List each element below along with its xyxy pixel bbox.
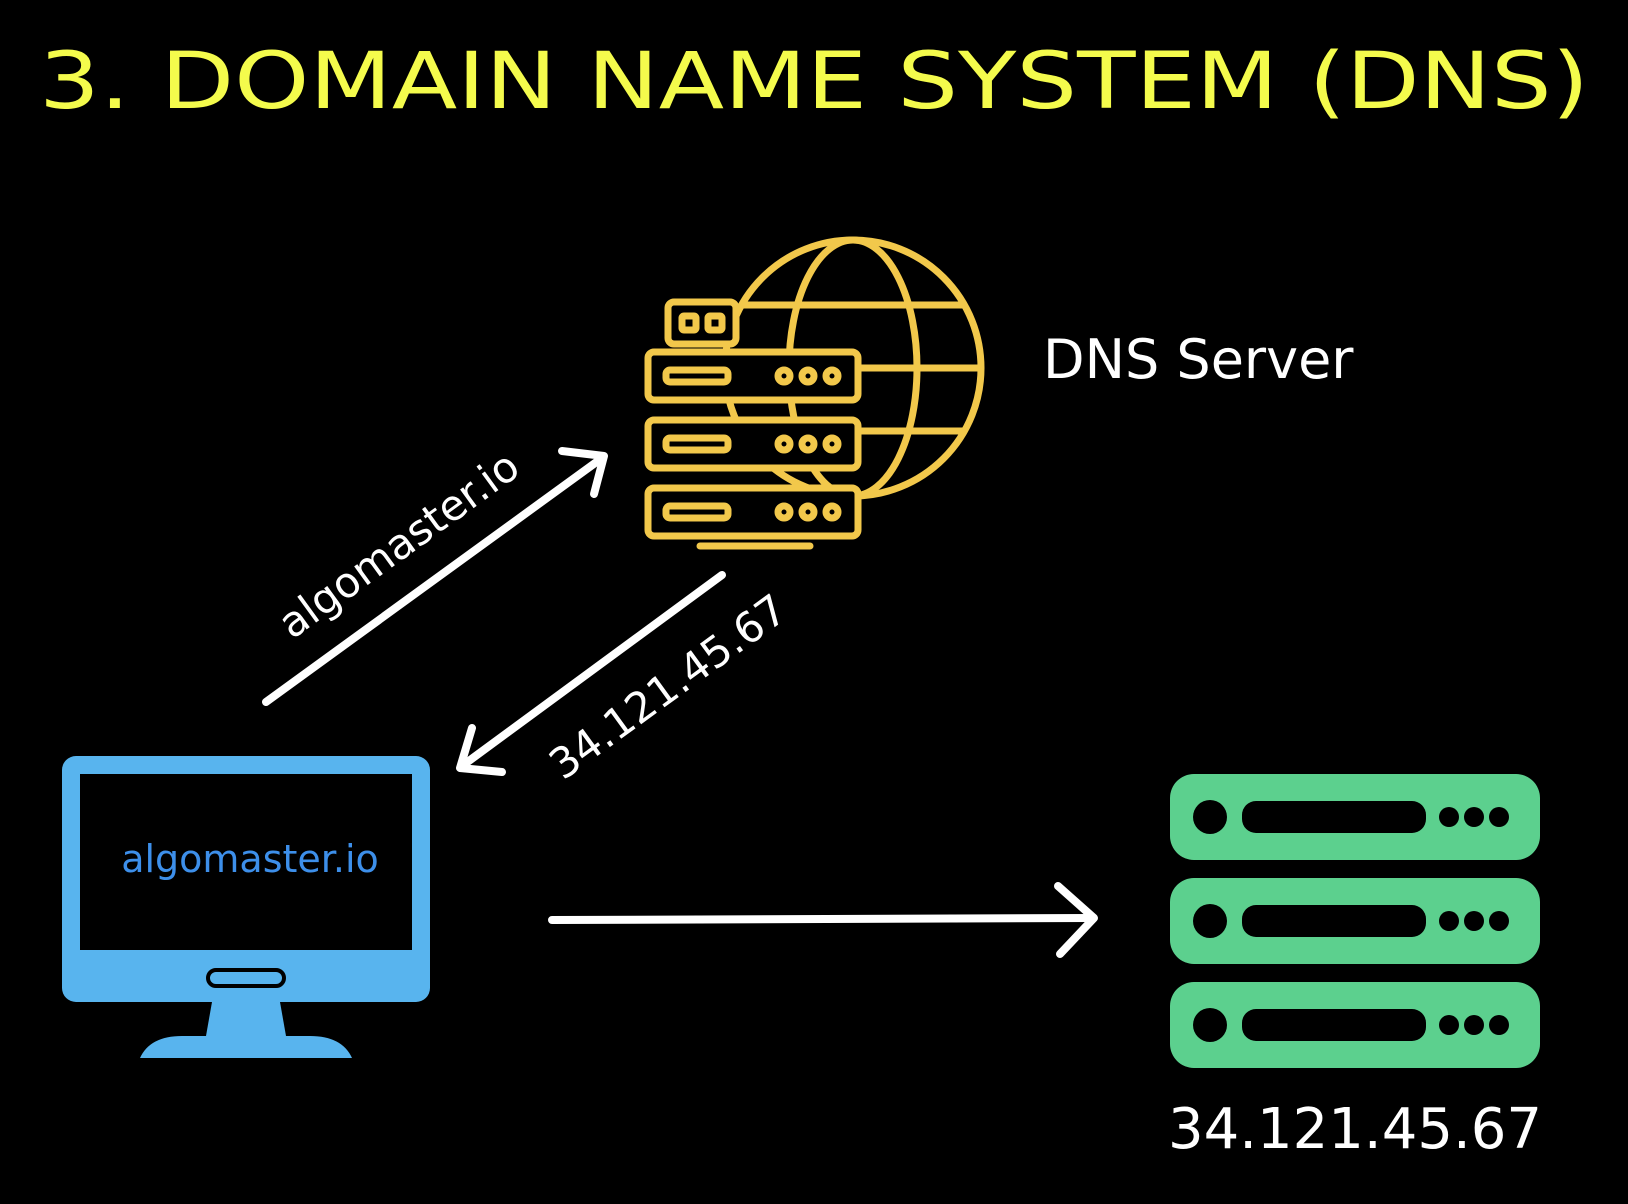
server-rack-icon: [1170, 774, 1540, 1068]
request-arrow: [262, 447, 608, 706]
server-globe-icon: [644, 236, 985, 550]
response-arrow: [456, 571, 726, 776]
monitor-button: [206, 968, 286, 988]
diagram-title: 3. DOMAIN NAME SYSTEM (DNS): [39, 37, 1589, 127]
web-server-ip-label: 34.121.45.67: [1168, 1097, 1542, 1162]
dns-server-label: DNS Server: [1043, 328, 1354, 391]
browser-screen-text: algomaster.io: [121, 837, 379, 881]
server-unit: [1170, 982, 1540, 1068]
desktop-monitor-icon: [62, 756, 430, 1058]
server-unit: [1170, 774, 1540, 860]
server-unit: [1170, 878, 1540, 964]
connect-arrow: [548, 882, 1098, 958]
